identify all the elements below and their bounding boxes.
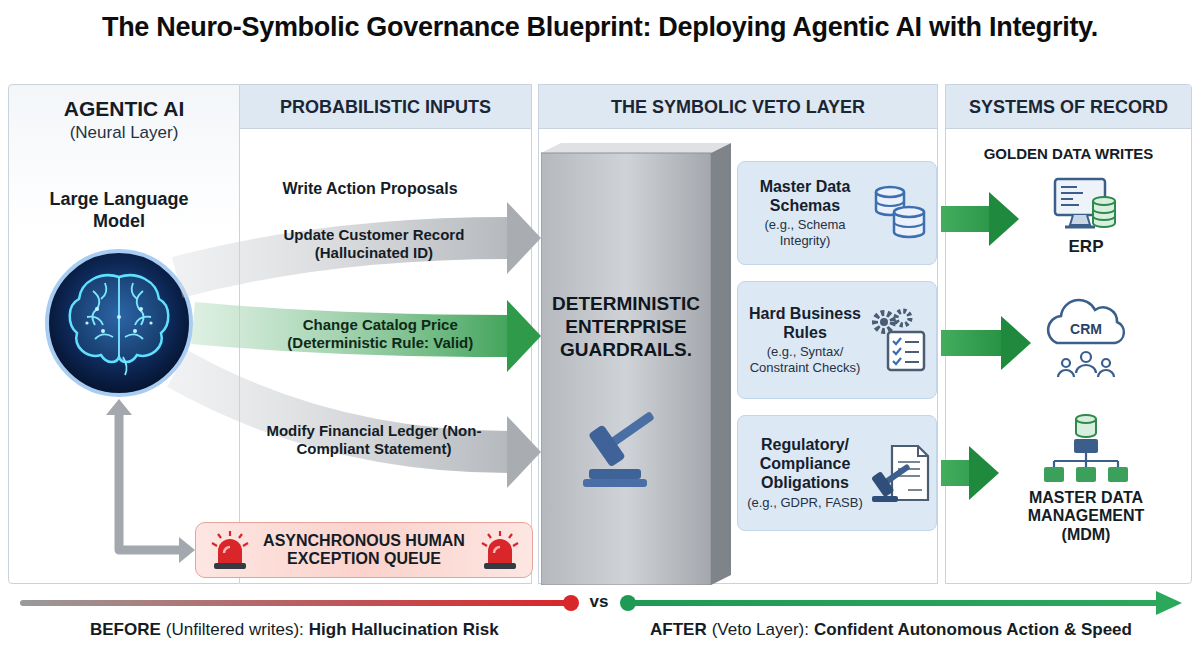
proposal-arrow	[177, 202, 541, 277]
edge-label: Change Catalog Price (Deterministic Rule…	[266, 316, 494, 351]
node-title: AGENTIC AI	[9, 85, 239, 121]
node-title: Regulatory/ Compliance Obligations	[744, 435, 866, 493]
llm-brain	[43, 247, 195, 399]
llm-node: Large Language Model	[39, 189, 199, 404]
crm-icon	[1033, 293, 1139, 393]
node-title: Large Language Model	[39, 189, 199, 232]
edge-label: Update Customer Record (Hallucinated ID)	[260, 226, 488, 261]
siren-icon	[480, 531, 520, 571]
node-title: DETERMINISTIC ENTERPRISE GUARDRAILS.	[547, 293, 705, 361]
node-title: CRM	[1033, 321, 1139, 337]
node-subtitle: (e.g., GDPR, FASB)	[744, 495, 866, 511]
note-label: Confident Autonomous Action & Speed	[814, 620, 1132, 640]
system-node: MASTER DATA MANAGEMENT (MDM)	[1001, 413, 1171, 573]
node-title: MASTER DATA MANAGEMENT (MDM)	[1005, 489, 1167, 544]
timeline-caption: BEFORE(Unfiltered writes):High Hallucina…	[90, 620, 504, 640]
neural-panel: AGENTIC AI(Neural Layer) Large Language …	[8, 84, 240, 584]
node-title: PROBABILISTIC INPUTS	[240, 85, 531, 129]
exception-queue: ASYNCHRONOUS HUMAN EXCEPTION QUEUE	[195, 522, 533, 578]
valid-proposal-arrow	[193, 300, 541, 372]
node-title: THE SYMBOLIC VETO LAYER	[539, 85, 937, 129]
note-label: BEFORE	[90, 620, 161, 640]
system-node: CRM	[1033, 293, 1139, 393]
rule-box: Master Data Schemas(e.g., Schema Integri…	[737, 161, 937, 265]
title: The Neuro-Symbolic Governance Blueprint:…	[0, 12, 1200, 43]
note-label: (Unfiltered writes):	[166, 620, 304, 640]
write-arrow	[941, 316, 1031, 370]
feedback-arrow	[106, 399, 195, 563]
node-title: ASYNCHRONOUS HUMAN EXCEPTION QUEUE	[256, 532, 472, 569]
guardrail-wall	[541, 143, 731, 585]
note-label: AFTER	[650, 620, 707, 640]
rule-box: Hard Business Rules(e.g., Syntax/ Constr…	[737, 281, 937, 399]
note-label: (Veto Layer):	[712, 620, 809, 640]
node-title: Hard Business Rules	[744, 304, 866, 342]
node-subtitle: (e.g., Syntax/ Constraint Checks)	[744, 344, 866, 377]
database-icon	[870, 182, 930, 244]
rule-box: Regulatory/ Compliance Obligations (e.g.,…	[737, 415, 937, 531]
veto-panel: THE SYMBOLIC VETO LAYER DETERMINISTIC EN…	[538, 84, 938, 584]
siren-icon	[210, 531, 250, 571]
node-subtitle: (e.g., Schema Integrity)	[744, 217, 866, 250]
mdm-icon	[1040, 413, 1132, 483]
timeline-caption: AFTER(Veto Layer):Confident Autonomous A…	[650, 620, 1137, 640]
node-title: Master Data Schemas	[744, 177, 866, 215]
system-node: ERP	[1021, 173, 1151, 273]
write-arrow	[941, 192, 1019, 246]
note-label: vs	[584, 592, 614, 612]
note-label: Write Action Proposals	[270, 180, 470, 198]
rules-icon	[870, 308, 932, 372]
note-label: High Hallucination Risk	[309, 620, 499, 640]
proposal-arrow	[177, 369, 541, 488]
systems-panel: SYSTEMS OF RECORDGOLDEN DATA WRITES ERP …	[945, 84, 1192, 584]
edge-label: Modify Financial Ledger (Non-Compliant S…	[260, 422, 488, 457]
node-title: SYSTEMS OF RECORD	[946, 85, 1191, 129]
guardrail-wall: DETERMINISTIC ENTERPRISE GUARDRAILS.	[541, 143, 731, 585]
node-subtitle: (Neural Layer)	[9, 123, 239, 143]
inputs-panel: PROBABILISTIC INPUTS	[240, 84, 532, 584]
write-arrow	[941, 446, 999, 500]
node-subtitle: GOLDEN DATA WRITES	[946, 145, 1191, 162]
compliance-icon	[870, 442, 932, 504]
node-title: ERP	[1021, 237, 1151, 257]
erp-icon	[1053, 175, 1119, 233]
